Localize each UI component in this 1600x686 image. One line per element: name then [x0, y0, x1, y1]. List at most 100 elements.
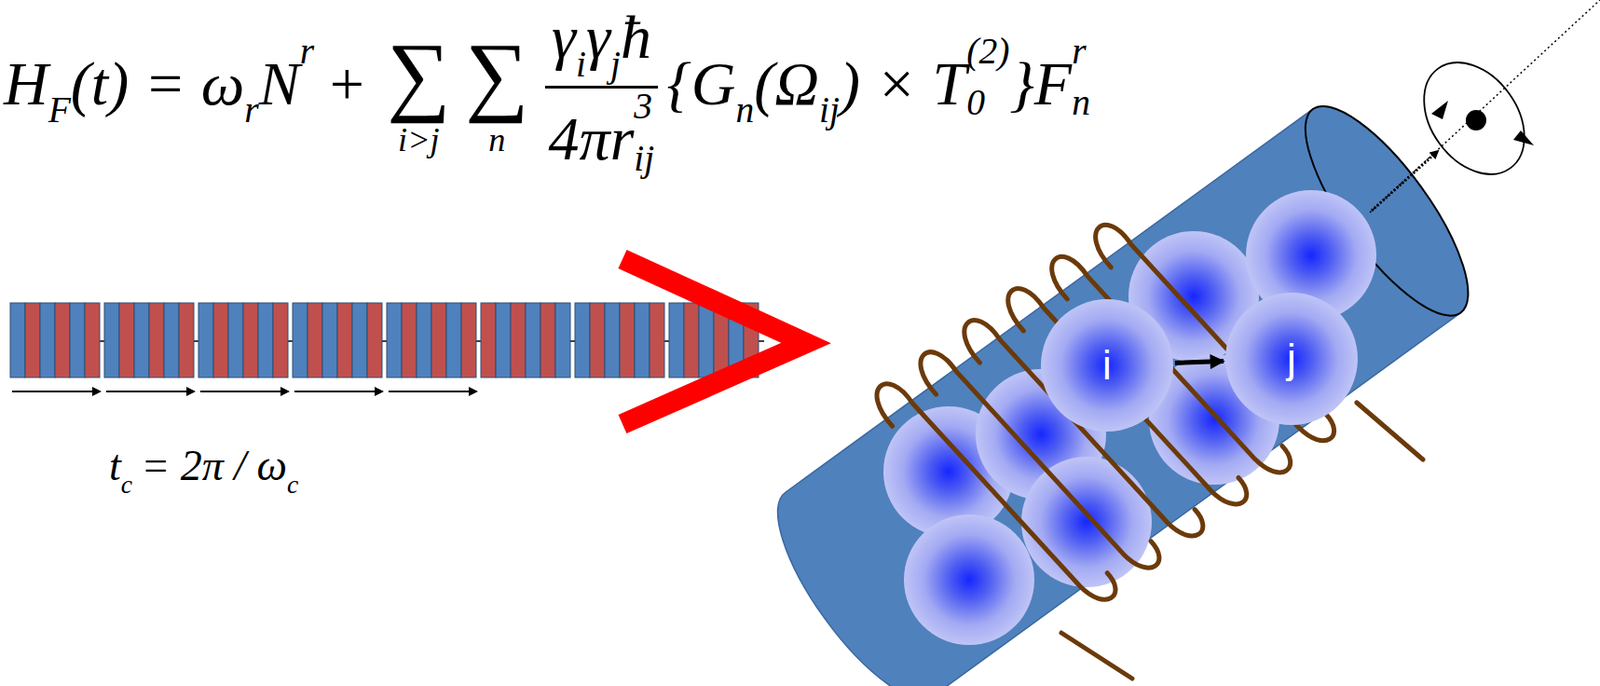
pulse-bar — [243, 302, 259, 378]
formula-superscript: (2) — [966, 33, 1010, 71]
formula-superscript: r — [1071, 33, 1086, 71]
pulse-bar — [119, 302, 135, 378]
formula-term: {G — [666, 49, 736, 118]
pulse-bar — [604, 302, 620, 378]
denominator: 4πr3 ij — [548, 88, 656, 178]
pulse-bar — [25, 302, 41, 378]
spin-pair-vector — [1175, 361, 1224, 364]
pulse-bar — [292, 302, 308, 378]
formula-subscript: ij — [633, 140, 655, 178]
formula-term: (Ω — [753, 49, 820, 118]
formula-subscript: i — [575, 43, 587, 85]
pulse-bar — [273, 302, 288, 378]
cycle-time: tc= 2π / ωc — [109, 439, 299, 500]
spin-spheres — [883, 190, 1377, 645]
pulse-bar — [619, 302, 635, 378]
sum-sign: ∑ — [464, 30, 529, 121]
pulse-train — [10, 302, 765, 378]
spin-arrowhead — [1431, 100, 1449, 120]
pulse-bar — [386, 302, 402, 378]
floquet-hamiltonian: HF(t) = ωrNr+∑i>j∑nγiγjħ4πr3ij{Gn(Ωij) ×… — [3, 1, 1091, 178]
rotation-dot — [1465, 109, 1487, 131]
formula-term: + — [329, 49, 365, 118]
formula-superscript: r — [300, 30, 315, 72]
pulse-bar — [164, 302, 179, 378]
pulse-bar — [322, 302, 338, 378]
pulse-bar — [149, 302, 165, 378]
formula-subscript: j — [610, 43, 621, 85]
spin-label: i — [1102, 344, 1112, 386]
formula-term: N — [259, 49, 301, 118]
pulse-bar — [525, 302, 541, 378]
pulse-bar — [401, 302, 417, 378]
numerator: γiγjħ — [545, 1, 657, 89]
period-arrow — [388, 390, 477, 393]
pulse-bar — [461, 302, 477, 378]
formula-subscript: F — [48, 89, 71, 131]
pulse-bar — [540, 302, 556, 378]
formula-subscript: ij — [819, 89, 840, 131]
period-subscript: c — [287, 469, 299, 499]
summation: ∑i>j — [386, 30, 451, 158]
period-arrow — [12, 390, 100, 393]
pulse-bar — [54, 302, 70, 378]
formula-subscript: r — [244, 89, 259, 131]
pulse-bar — [84, 302, 100, 378]
pulse-bar — [213, 302, 229, 378]
pulse-bar — [431, 302, 447, 378]
formula-term: }F — [1009, 49, 1072, 118]
pulse-bar — [307, 302, 323, 378]
pulse-bar — [416, 302, 432, 378]
formula-subscript: 0 — [966, 84, 985, 123]
pulse-bar — [40, 302, 55, 378]
spin-label: j — [1286, 338, 1297, 380]
formula-superscript: 3 — [633, 88, 653, 126]
pulse-bar — [683, 302, 699, 378]
pulse-bar — [510, 302, 526, 378]
period-arrows — [12, 391, 477, 393]
sum-index: i>j — [397, 123, 440, 157]
coil-winding — [956, 278, 1208, 579]
pulse-bar — [10, 302, 26, 378]
pulse-bar — [649, 302, 665, 378]
pulse-bar — [337, 302, 353, 378]
pulse-bar — [495, 302, 511, 378]
coil-lead — [1061, 632, 1133, 679]
rotation-axis — [1369, 0, 1600, 213]
pulse-bar — [258, 302, 274, 378]
coil-winding — [999, 246, 1252, 548]
spin-sphere-node: j — [1225, 292, 1358, 425]
pulse-bar — [367, 302, 383, 378]
pulse-bar — [634, 302, 650, 378]
formula-term: γ — [586, 2, 611, 71]
pulse-bar — [555, 302, 571, 378]
pulse-bar — [134, 302, 150, 378]
pulse-bar — [698, 302, 714, 378]
pulse-bar — [198, 302, 214, 378]
spin-sphere-node: i — [1040, 299, 1174, 432]
pulse-bar — [480, 302, 496, 378]
period-symbol: t — [109, 441, 122, 490]
period-arrow — [200, 390, 288, 393]
rotor-cylinder — [751, 84, 1495, 686]
pulse-bar — [446, 302, 462, 378]
summation: ∑n — [464, 30, 529, 158]
spinning-ellipse — [1403, 43, 1546, 194]
coil-lead — [1356, 402, 1423, 460]
spin-sphere — [1021, 456, 1152, 588]
formula-term: ) × T — [839, 49, 967, 118]
formula-term: ħ — [620, 2, 652, 71]
chevron — [622, 259, 807, 424]
pulse-bar — [589, 302, 605, 378]
formula-subscript: n — [1071, 84, 1091, 123]
pulse-bar — [669, 302, 684, 378]
period-subscript: c — [121, 469, 133, 499]
formula-subscript: n — [736, 89, 755, 131]
formula-term: H — [3, 49, 49, 118]
script-stack: (2)0 — [966, 33, 1010, 123]
period-formula: = 2π / ω — [140, 441, 288, 490]
formula-term: 4πr — [548, 104, 635, 173]
pulse-bar — [352, 302, 368, 378]
sum-index: n — [488, 123, 506, 157]
formula-term: (t) = ω — [70, 49, 245, 118]
